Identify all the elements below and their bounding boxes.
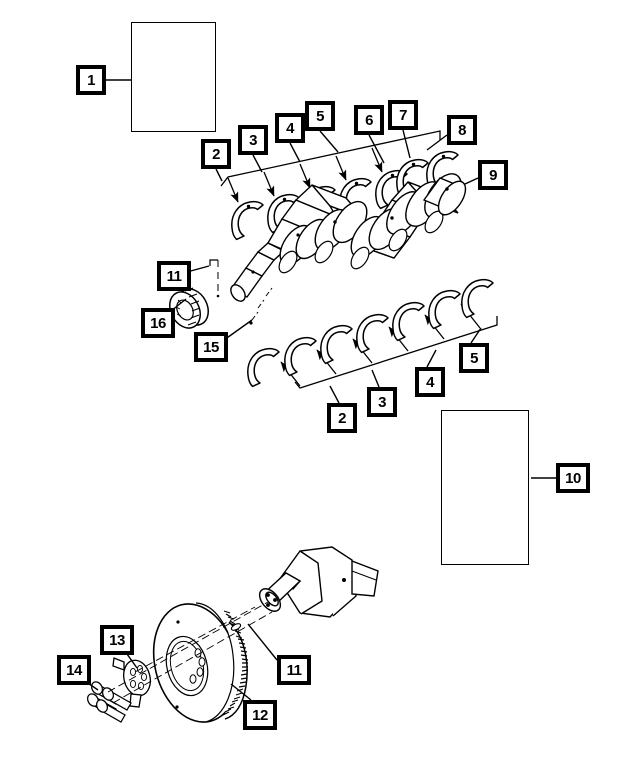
callout-2-upper[interactable]: 2 [201, 139, 231, 169]
callout-7-label: 7 [391, 103, 415, 127]
callout-7[interactable]: 7 [388, 100, 418, 130]
callout-12-label: 12 [246, 703, 274, 727]
callout-3-upper[interactable]: 3 [238, 125, 268, 155]
lower-bearing-row [247, 278, 498, 389]
callout-13[interactable]: 13 [100, 625, 134, 655]
callout-4-upper[interactable]: 4 [275, 113, 305, 143]
callout-5-upper[interactable]: 5 [305, 101, 335, 131]
callout-13-label: 13 [103, 628, 131, 652]
callout-3-lower-label: 3 [370, 390, 394, 414]
callout-5-lower[interactable]: 5 [459, 343, 489, 373]
callout-9[interactable]: 9 [478, 160, 508, 190]
flywheel-artwork [152, 602, 249, 723]
callout-2-upper-label: 2 [204, 142, 228, 166]
callout-16[interactable]: 16 [141, 308, 175, 338]
callout-11-lower[interactable]: 11 [277, 655, 311, 685]
callout-16-label: 16 [144, 311, 172, 335]
callout-11-upper-label: 11 [160, 264, 188, 288]
callout-6-label: 6 [357, 108, 381, 132]
callout-15-label: 15 [197, 335, 225, 359]
callout-2-lower[interactable]: 2 [327, 403, 357, 433]
callout-2-lower-label: 2 [330, 406, 354, 430]
callout-6[interactable]: 6 [354, 105, 384, 135]
callout-3-lower[interactable]: 3 [367, 387, 397, 417]
callout-14-label: 14 [60, 658, 88, 682]
callout-10[interactable]: 10 [556, 463, 590, 493]
callout-8[interactable]: 8 [447, 115, 477, 145]
callout-11-upper[interactable]: 11 [157, 261, 191, 291]
upper-bearing-row [220, 130, 459, 241]
callout-1[interactable]: 1 [76, 65, 106, 95]
front-oil-seal-inset [131, 22, 216, 132]
callout-15[interactable]: 15 [194, 332, 228, 362]
callout-8-label: 8 [450, 118, 474, 142]
dowel-pin-leader [223, 287, 273, 341]
callout-5-lower-label: 5 [462, 346, 486, 370]
rear-crank-throw-artwork [258, 546, 379, 618]
callout-4-upper-label: 4 [278, 116, 302, 140]
callout-3-upper-label: 3 [241, 128, 265, 152]
callout-5-upper-label: 5 [308, 104, 332, 128]
callout-10-label: 10 [559, 466, 587, 490]
rear-oil-seal-inset [441, 410, 529, 565]
crankshaft-artwork [229, 173, 467, 302]
hub-adapter-artwork [112, 657, 151, 708]
callout-14[interactable]: 14 [57, 655, 91, 685]
callout-1-label: 1 [79, 68, 103, 92]
callout-11-lower-label: 11 [280, 658, 308, 682]
callout-9-label: 9 [481, 163, 505, 187]
callout-12[interactable]: 12 [243, 700, 277, 730]
callout-4-lower-label: 4 [418, 370, 442, 394]
callout-4-lower[interactable]: 4 [415, 367, 445, 397]
